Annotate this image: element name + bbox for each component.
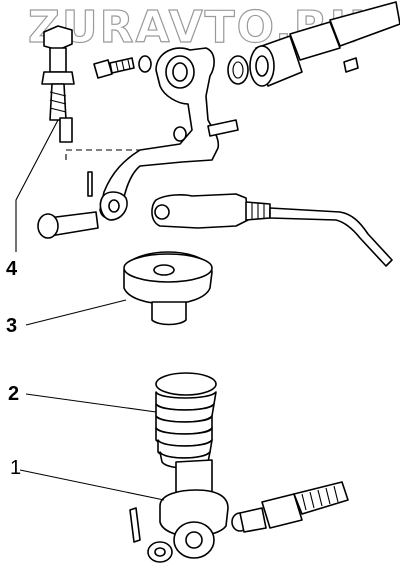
callout-3: 3 <box>6 315 17 337</box>
spring <box>155 372 217 469</box>
cable-rod-end <box>151 193 393 267</box>
leader-line-1 <box>19 469 165 501</box>
lever-sleeve <box>159 459 229 559</box>
callout-4: 4 <box>6 258 18 280</box>
leader-line-4 <box>15 119 59 252</box>
callout-2: 2 <box>8 383 19 405</box>
split-pin <box>87 171 93 197</box>
bushing <box>123 251 213 326</box>
adjustment-bolt <box>41 25 75 143</box>
shift-lever-bracket <box>99 47 239 221</box>
clevis-pin <box>37 211 99 239</box>
cable-sleeve <box>227 1 400 87</box>
leader-line-2 <box>25 393 157 413</box>
small-bolt <box>93 55 152 79</box>
leader-line-3 <box>25 299 127 326</box>
bottom-split-pin <box>129 507 141 543</box>
callout-1: 1 <box>10 457 21 479</box>
washer <box>147 541 173 563</box>
threaded-pin <box>231 481 349 533</box>
